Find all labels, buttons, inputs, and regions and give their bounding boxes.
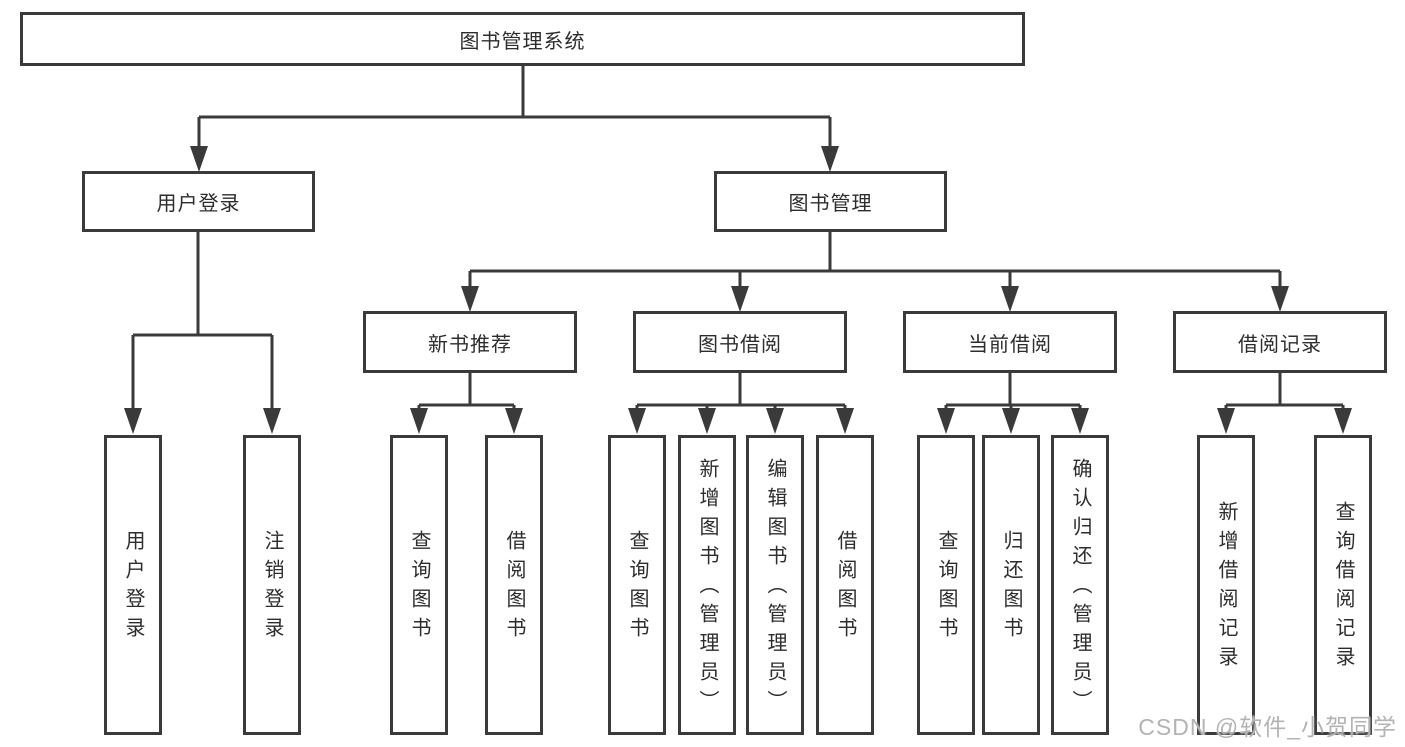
leaf-logout: 注销登录	[243, 435, 301, 735]
leaf-query-books-borrow: 查询图书	[608, 435, 666, 735]
node-current-borrow: 当前借阅	[903, 311, 1117, 373]
leaf-borrow-books-recommend: 借阅图书	[485, 435, 543, 735]
node-new-book-recommend: 新书推荐	[363, 311, 577, 373]
node-borrow-records: 借阅记录	[1173, 311, 1387, 373]
node-book-management: 图书管理	[714, 171, 947, 232]
node-book-borrow: 图书借阅	[633, 311, 847, 373]
arrowheads	[124, 146, 1352, 434]
node-root-system: 图书管理系统	[20, 12, 1025, 66]
leaf-edit-books-admin: 编辑图书（管理员）	[746, 435, 804, 735]
leaf-user-login: 用户登录	[104, 435, 162, 735]
leaf-confirm-return-admin: 确认归还（管理员）	[1051, 435, 1109, 735]
leaf-query-books-current: 查询图书	[917, 435, 975, 735]
leaf-return-books: 归还图书	[982, 435, 1040, 735]
node-user-login: 用户登录	[82, 171, 315, 232]
leaf-query-books-recommend: 查询图书	[390, 435, 448, 735]
csdn-watermark: CSDN @软件_小贺同学	[1138, 714, 1397, 740]
leaf-add-borrow-record: 新增借阅记录	[1197, 435, 1255, 735]
leaf-query-borrow-record: 查询借阅记录	[1314, 435, 1372, 735]
leaf-add-books-admin: 新增图书（管理员）	[678, 435, 736, 735]
leaf-borrow-books: 借阅图书	[816, 435, 874, 735]
